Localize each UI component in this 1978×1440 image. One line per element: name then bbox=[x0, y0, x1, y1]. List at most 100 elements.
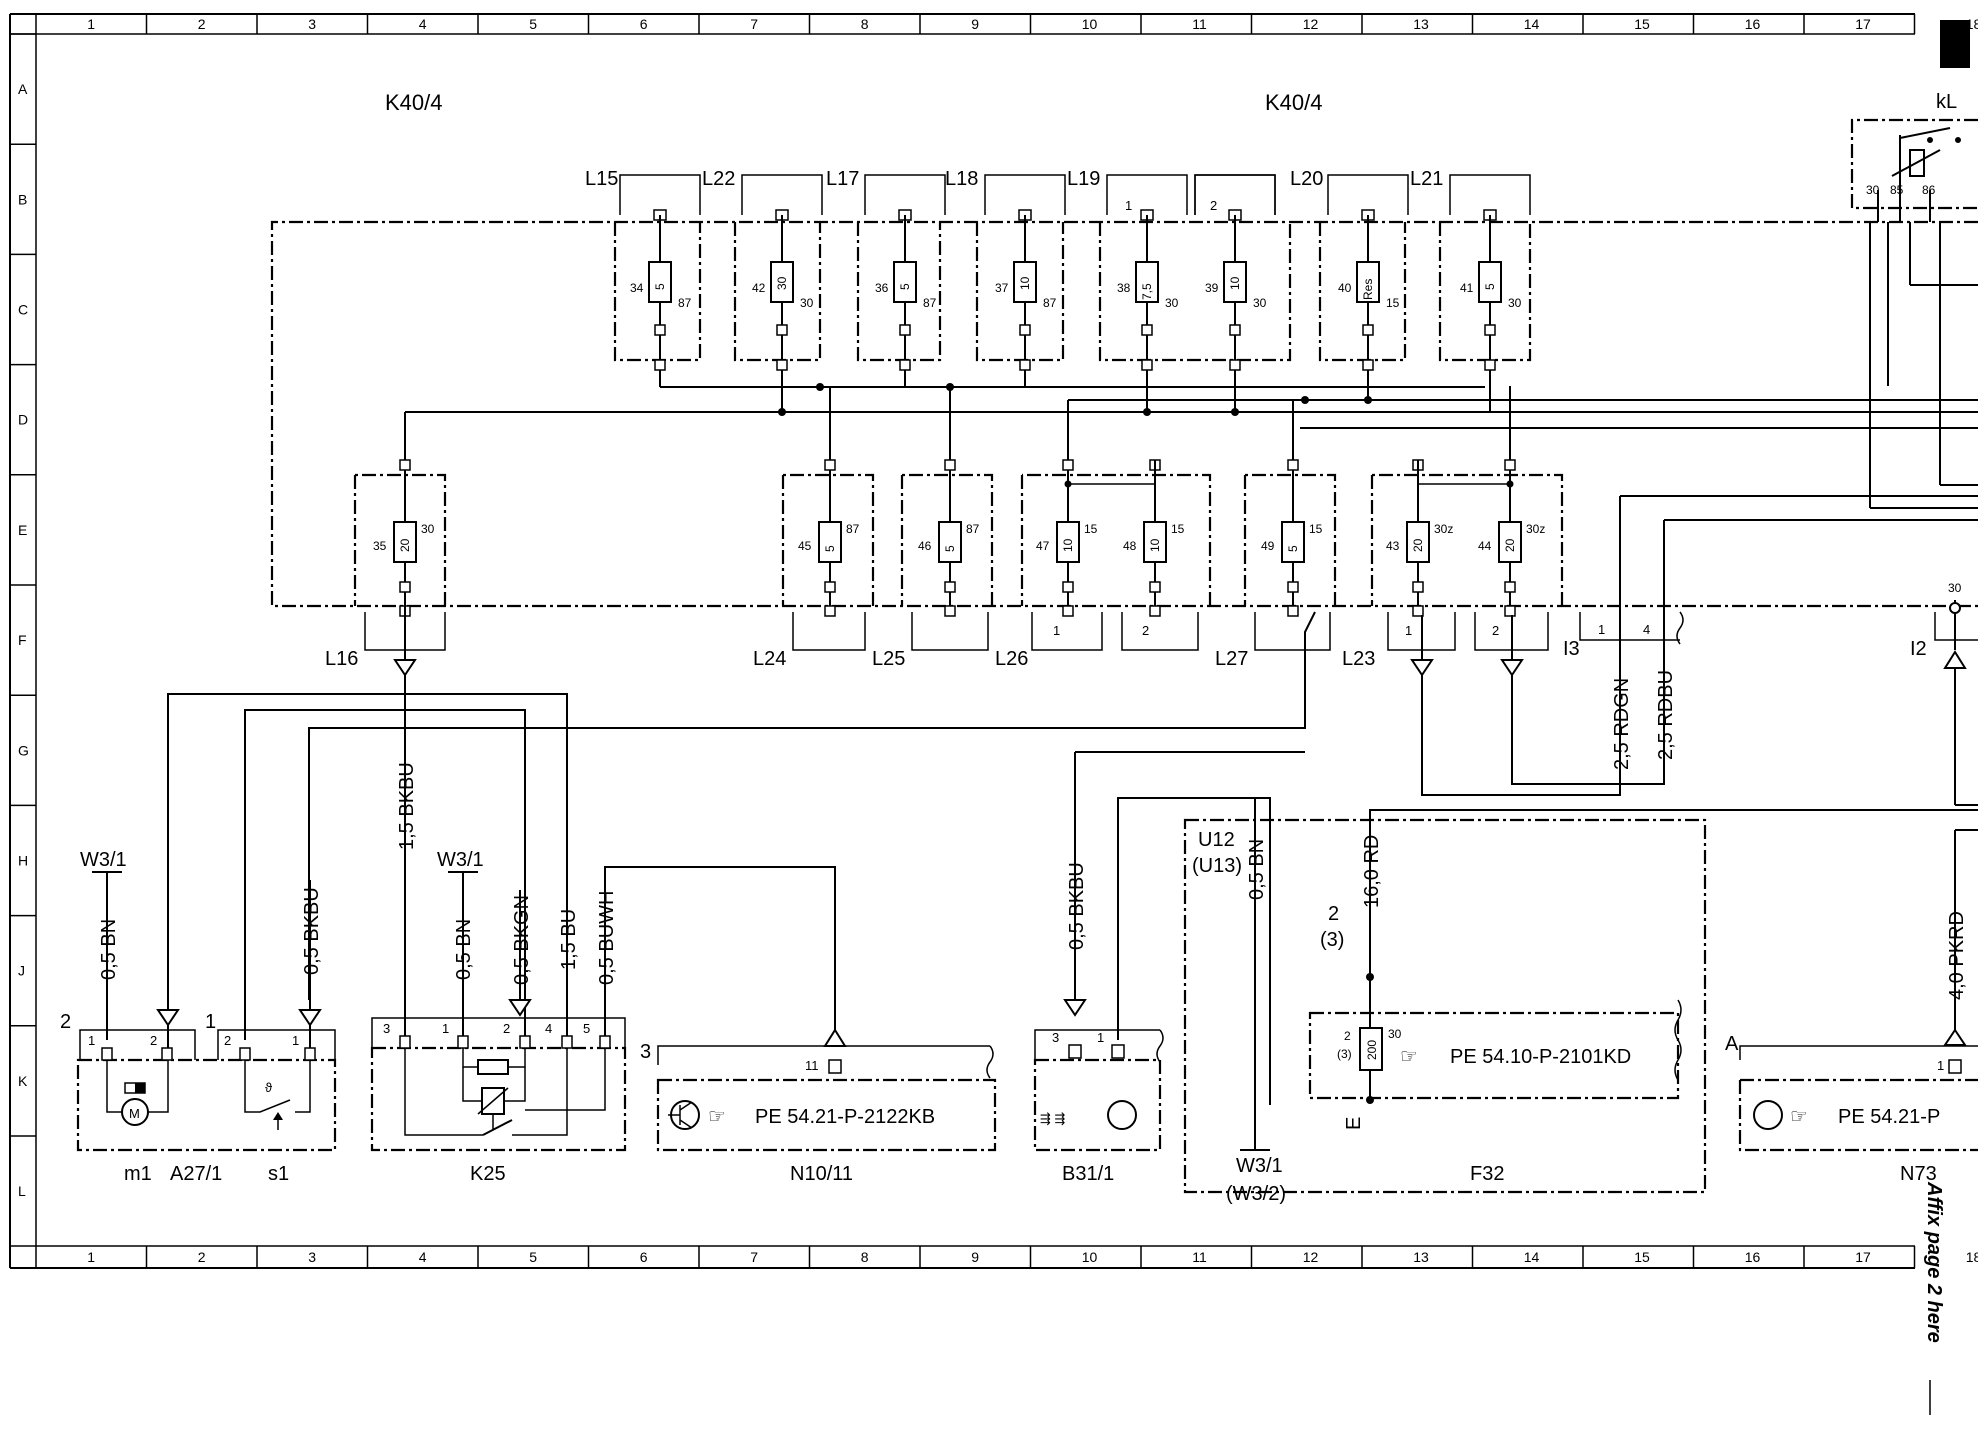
grid-col-top-15: 15 bbox=[1634, 16, 1650, 32]
wire-label-k25-bkgn: 0,5 BKGN bbox=[511, 895, 533, 985]
f32-fuse-pin-2: 2 bbox=[1344, 1029, 1351, 1043]
n10-11-module: ☞ bbox=[656, 1045, 997, 1152]
grid-col-bottom-1: 1 bbox=[87, 1249, 95, 1265]
kl-pin-30: 30 bbox=[1866, 183, 1880, 197]
fuse-number: 37 bbox=[995, 281, 1009, 295]
f32-pin-3-paren: (3) bbox=[1320, 929, 1344, 951]
grid-column-ticks: 1122334455667788991010111112121313141415… bbox=[35, 14, 1978, 1268]
grid-col-bottom-13: 13 bbox=[1413, 1249, 1429, 1265]
module-label-k40-right: K40/4 bbox=[1265, 90, 1323, 115]
f32-fuse-term-30: 30 bbox=[1388, 1027, 1402, 1041]
n10-11-pin-3: 3 bbox=[640, 1041, 651, 1063]
fuse-terminal: 30 bbox=[1508, 296, 1522, 310]
harness-wiring bbox=[167, 606, 1978, 1105]
fuse-49 bbox=[1281, 521, 1305, 563]
grid-col-bottom-3: 3 bbox=[308, 1249, 316, 1265]
fuse-group-label: L20 bbox=[1290, 168, 1323, 190]
svg-text:M: M bbox=[129, 1106, 140, 1121]
affix-page-note: Affix page 2 here bbox=[1923, 1181, 1945, 1343]
component-f32: F32 bbox=[1470, 1163, 1504, 1185]
grid-col-top-14: 14 bbox=[1524, 16, 1540, 32]
b31-1-pin-3: 3 bbox=[1052, 1030, 1059, 1045]
kl-pin-85: 85 bbox=[1890, 183, 1904, 197]
fuse-rating: 20 bbox=[1411, 538, 1425, 552]
grid-col-top-16: 16 bbox=[1745, 16, 1761, 32]
fuse-terminal: 15 bbox=[1084, 522, 1098, 536]
fuse-terminal: 30 bbox=[421, 522, 435, 536]
connector-i3: I3 bbox=[1563, 638, 1580, 660]
k25-pin-2: 2 bbox=[503, 1021, 510, 1036]
fuse-number: 35 bbox=[373, 539, 387, 553]
fuse-38 bbox=[1135, 261, 1159, 303]
transistor-icon bbox=[1753, 1100, 1783, 1130]
grid-col-top-5: 5 bbox=[529, 16, 537, 32]
fuse-box-top bbox=[856, 222, 942, 362]
fuse-rating: 5 bbox=[898, 283, 912, 290]
grid-row-H: H bbox=[18, 853, 28, 869]
l19-pin-1: 1 bbox=[1125, 198, 1132, 213]
k25-pin-1: 1 bbox=[442, 1021, 449, 1036]
grid-col-bottom-7: 7 bbox=[750, 1249, 758, 1265]
fuse-rating: 5 bbox=[1286, 545, 1300, 552]
grid-col-bottom-5: 5 bbox=[529, 1249, 537, 1265]
grid-col-bottom-4: 4 bbox=[419, 1249, 427, 1265]
k25-pin-5: 5 bbox=[583, 1021, 590, 1036]
n73-pin-1: 1 bbox=[1937, 1058, 1944, 1073]
fuse-rating: 20 bbox=[1503, 538, 1517, 552]
relay-kl: 30 85 86 bbox=[1850, 118, 1978, 222]
fuse-rating: 5 bbox=[823, 545, 837, 552]
i3-pin-4: 4 bbox=[1643, 622, 1650, 637]
s1-pin-2: 2 bbox=[224, 1033, 231, 1048]
fuse-box-bottom bbox=[353, 473, 447, 606]
grid-col-top-8: 8 bbox=[861, 16, 869, 32]
fuse-rating: 7,5 bbox=[1140, 283, 1154, 300]
fuse-rating: 10 bbox=[1018, 276, 1032, 290]
grid-col-top-12: 12 bbox=[1303, 16, 1319, 32]
fuse-47 bbox=[1056, 521, 1080, 563]
grid-col-top-18: 18 bbox=[1966, 16, 1978, 32]
wire-label-k25-bn: 0,5 BN bbox=[453, 919, 475, 980]
fuse-group-label: L22 bbox=[702, 168, 735, 190]
l26-pin-1: 1 bbox=[1053, 623, 1060, 638]
grid-row-K: K bbox=[18, 1073, 28, 1089]
l19-pin-2: 2 bbox=[1210, 198, 1217, 213]
m1-pin-2: 2 bbox=[150, 1033, 157, 1048]
grid-row-A: A bbox=[18, 81, 28, 97]
fuse-terminal: 15 bbox=[1171, 522, 1185, 536]
grid-col-top-13: 13 bbox=[1413, 16, 1429, 32]
connector-i2: I2 bbox=[1910, 638, 1927, 660]
s1-pin-1: 1 bbox=[292, 1033, 299, 1048]
fuse-terminal: 87 bbox=[923, 296, 937, 310]
grid-col-top-2: 2 bbox=[198, 16, 206, 32]
l23-pin-2: 2 bbox=[1492, 623, 1499, 638]
grid-col-bottom-6: 6 bbox=[640, 1249, 648, 1265]
fuse-36 bbox=[893, 261, 917, 303]
corner-marker bbox=[1940, 20, 1970, 68]
grid-col-top-4: 4 bbox=[419, 16, 427, 32]
ground-w3-1-right: W3/1 bbox=[1236, 1155, 1283, 1177]
wire-label-rdbu: 2,5 RDBU bbox=[1655, 670, 1677, 760]
connector-i2-box: 30 bbox=[1934, 581, 1978, 806]
wire-label-rdgn: 2,5 RDGN bbox=[1611, 678, 1633, 770]
relay-label-kl: kL bbox=[1936, 91, 1957, 113]
fuse-rating: 5 bbox=[653, 283, 667, 290]
n73-pin-a: A bbox=[1725, 1033, 1739, 1055]
grid-col-bottom-9: 9 bbox=[971, 1249, 979, 1265]
fuse-number: 49 bbox=[1261, 539, 1275, 553]
connector-i3-box: 1 4 bbox=[1579, 611, 1684, 650]
fuse-number: 41 bbox=[1460, 281, 1474, 295]
component-s1: s1 bbox=[268, 1163, 289, 1185]
pointing-hand-icon: ☞ bbox=[1400, 1046, 1418, 1068]
grid-row-L: L bbox=[18, 1183, 26, 1199]
wire-label-u12-bn: 0,5 BN bbox=[1246, 839, 1268, 900]
l26-pin-2: 2 bbox=[1142, 623, 1149, 638]
m1-pin-2-outer: 2 bbox=[60, 1011, 71, 1033]
ground-w3-1-left: W3/1 bbox=[80, 849, 127, 1040]
f32-pin-2: 2 bbox=[1328, 903, 1339, 925]
f32-fuse-rating: 200 bbox=[1365, 1040, 1379, 1060]
k25-pin-3: 3 bbox=[383, 1021, 390, 1036]
l23-pin-1: 1 bbox=[1405, 623, 1412, 638]
b31-1-sensor: ⇶ ⇶ bbox=[1033, 999, 1164, 1152]
wire-label-b31-bkbu: 0,5 BKBU bbox=[1066, 862, 1088, 950]
